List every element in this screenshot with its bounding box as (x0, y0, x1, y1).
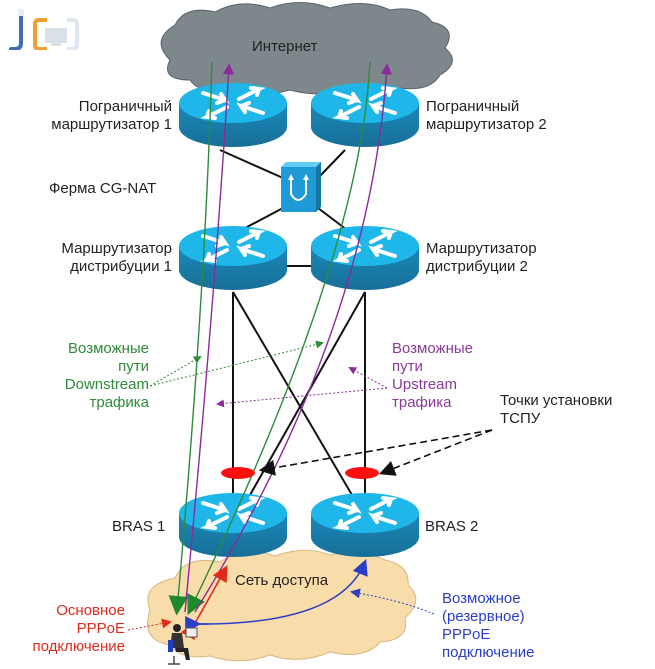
primary-pppoe-pointer (127, 618, 172, 631)
access-network-label: Сеть доступа (235, 572, 329, 589)
downstream-paths (168, 61, 371, 616)
link-border2-cgnat (317, 149, 346, 179)
border-router-1-icon (179, 83, 287, 147)
dpi-point-2 (345, 467, 379, 479)
internet-label: Интернет (252, 38, 318, 55)
dpi-pointers (258, 429, 493, 476)
dpi-point-1 (221, 467, 255, 479)
primary-pppoe-annotation: Основное PPPoE подключение (32, 602, 125, 655)
upstream-paths (184, 63, 393, 613)
cgnat-farm-icon (281, 162, 321, 212)
upstream-annotation: Возможные пути Upstream трафика (392, 340, 473, 411)
bras-1-icon (179, 493, 287, 557)
routers (179, 83, 419, 557)
upstream-path-1 (184, 63, 235, 613)
dist-router-2-icon (311, 226, 419, 290)
downstream-path-1 (168, 61, 213, 616)
border-router-2-icon (311, 83, 419, 147)
bras-2-label: BRAS 2 (425, 518, 479, 535)
user-workstation-icon (168, 624, 198, 665)
downstream-path-2 (187, 61, 371, 616)
backup-pppoe-annotation: Возможное (резервное) PPPoE подключение (442, 590, 535, 661)
dist-router-1-icon (179, 226, 287, 290)
upstream-path-2 (194, 63, 393, 613)
bras-1-label: BRAS 1 (112, 518, 166, 535)
link-dist1-bras2 (232, 291, 353, 496)
upstream-pointers (216, 367, 388, 408)
jc-logo (9, 9, 79, 50)
downstream-pointers (149, 340, 324, 387)
downstream-annotation: Возможные пути Downstream трафика (64, 340, 149, 411)
access-cloud (147, 549, 417, 662)
primary-pppoe-link (180, 565, 228, 641)
backup-pppoe-link (196, 559, 368, 625)
cgnat-label: Ферма CG-NAT (49, 180, 157, 197)
dpi-annotation: Точки установки ТСПУ (500, 392, 613, 427)
link-border1-cgnat (219, 149, 284, 179)
bras-2-icon (311, 493, 419, 557)
